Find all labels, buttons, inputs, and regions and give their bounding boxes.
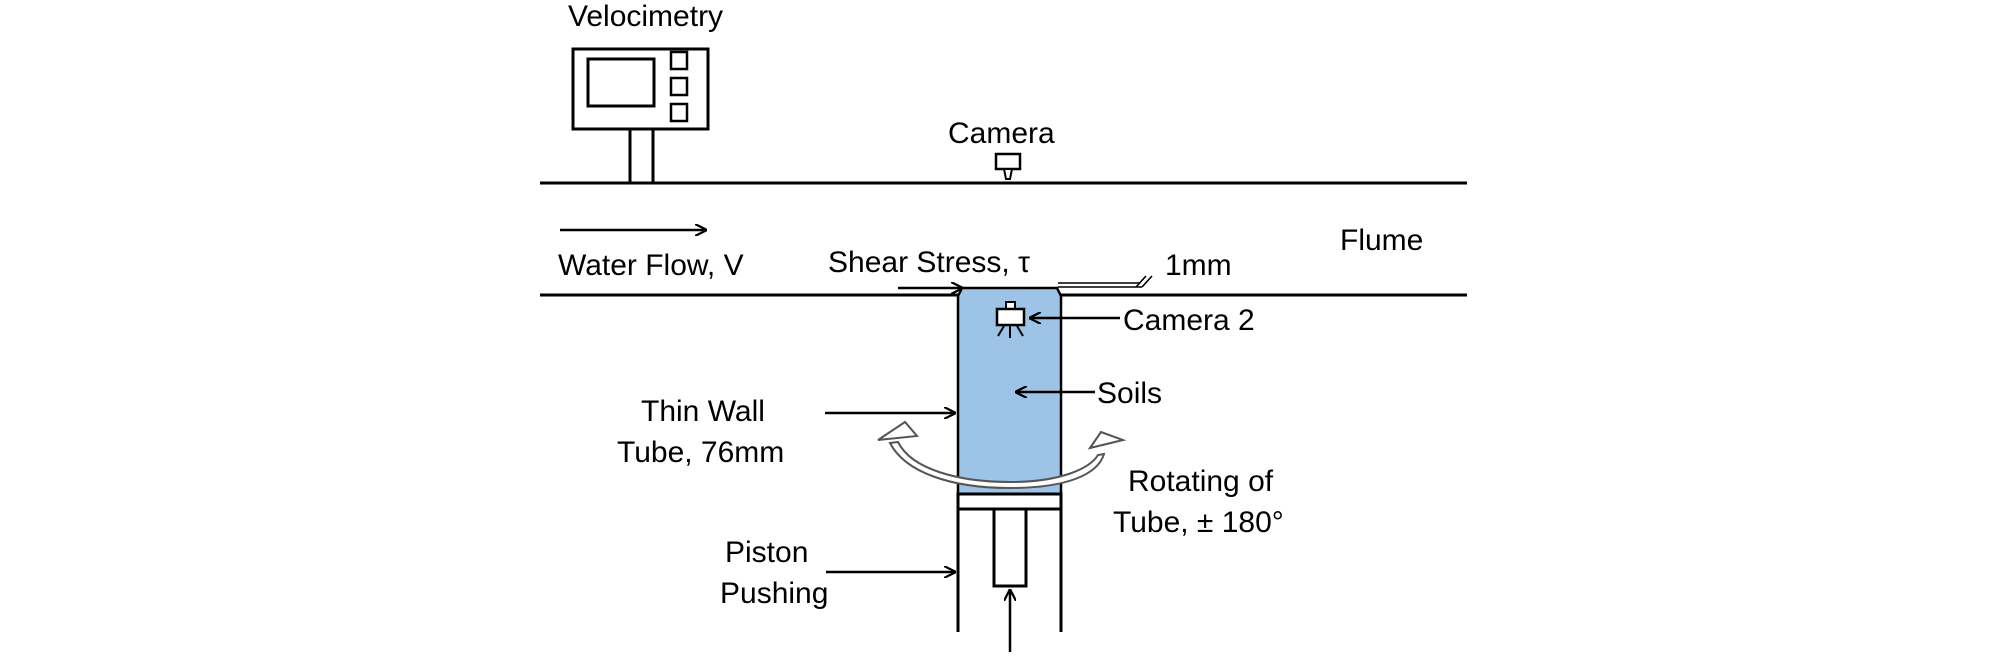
water-flow-label: Water Flow, V [558,249,744,282]
underwater-camera-icon [995,301,1026,338]
piston-rod [992,507,1028,588]
curved-double-arrow-icon [877,420,1127,490]
thin-wall-label-line2: Tube, 76mm [617,436,784,469]
shear-stress-label: Shear Stress, τ [828,246,1030,279]
camera-icon [994,152,1022,180]
velocimetry-label: Velocimetry [568,0,723,33]
thin-wall-label-line1: Thin Wall [641,395,765,428]
camera2-label: Camera 2 [1123,304,1255,337]
piston-label-line2: Pushing [720,577,828,610]
camera-label: Camera [948,117,1055,150]
rotating-label-line2: Tube, ± 180° [1113,506,1284,539]
rotating-label-line1: Rotating of [1128,465,1274,498]
flume-label: Flume [1340,224,1423,257]
velocimetry-monitor-icon [571,47,710,183]
soils-label: Soils [1097,377,1162,410]
piston-plate [956,492,1063,511]
gap-leader [1058,275,1153,288]
piston-label-line1: Piston [725,536,808,569]
gap-label: 1mm [1165,249,1232,282]
